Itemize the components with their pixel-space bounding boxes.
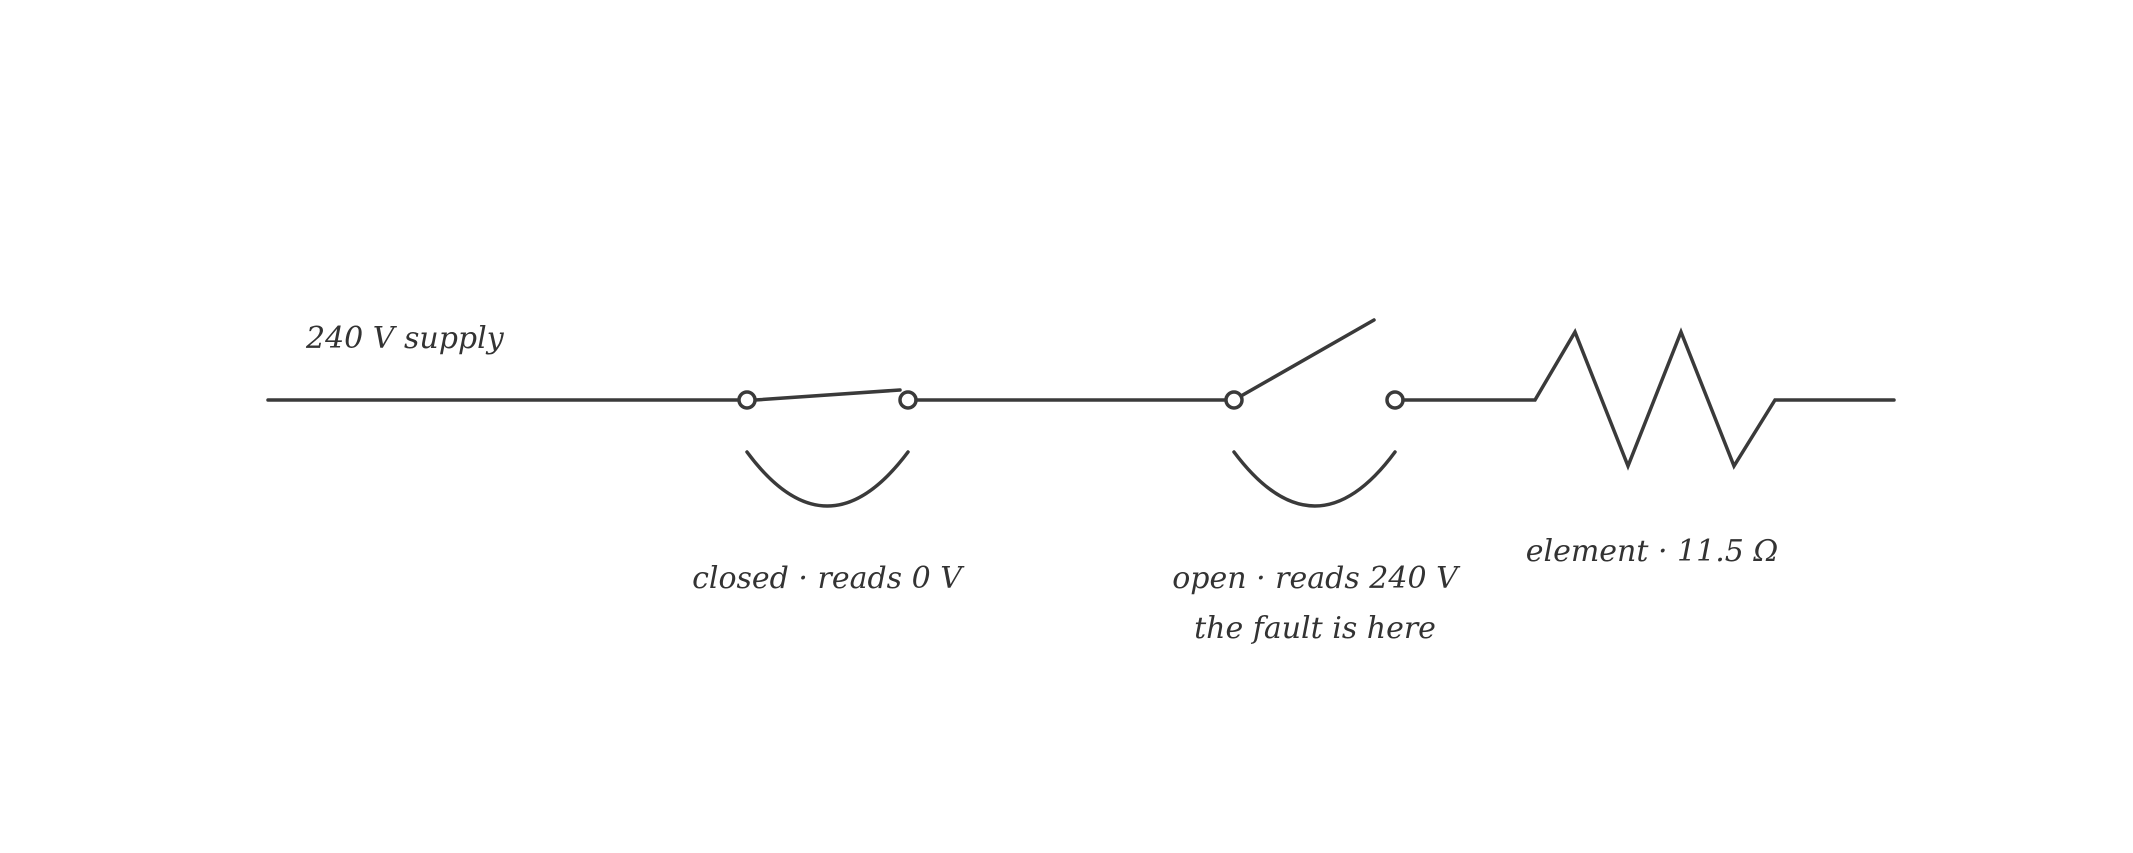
closed-switch <box>737 388 918 410</box>
closed-switch-terminal-left <box>737 390 757 410</box>
closed-switch-terminal-right <box>898 390 918 410</box>
closed-switch-blade <box>753 388 902 402</box>
open-switch-label: open · reads 240 V <box>1172 561 1461 596</box>
open-switch <box>1224 318 1405 410</box>
supply-label: 240 V supply <box>305 321 505 356</box>
closed-switch-meter-arc <box>745 450 910 508</box>
open-switch-terminal-right <box>1385 390 1405 410</box>
open-switch-meter-arc <box>1232 450 1397 508</box>
fault-label: the fault is here <box>1194 611 1436 646</box>
open-switch-terminal-left <box>1224 390 1244 410</box>
element-label: element · 11.5 Ω <box>1526 534 1779 569</box>
closed-switch-label: closed · reads 0 V <box>692 561 965 596</box>
open-switch-blade <box>1239 318 1376 398</box>
element-resistor <box>1401 327 1896 471</box>
